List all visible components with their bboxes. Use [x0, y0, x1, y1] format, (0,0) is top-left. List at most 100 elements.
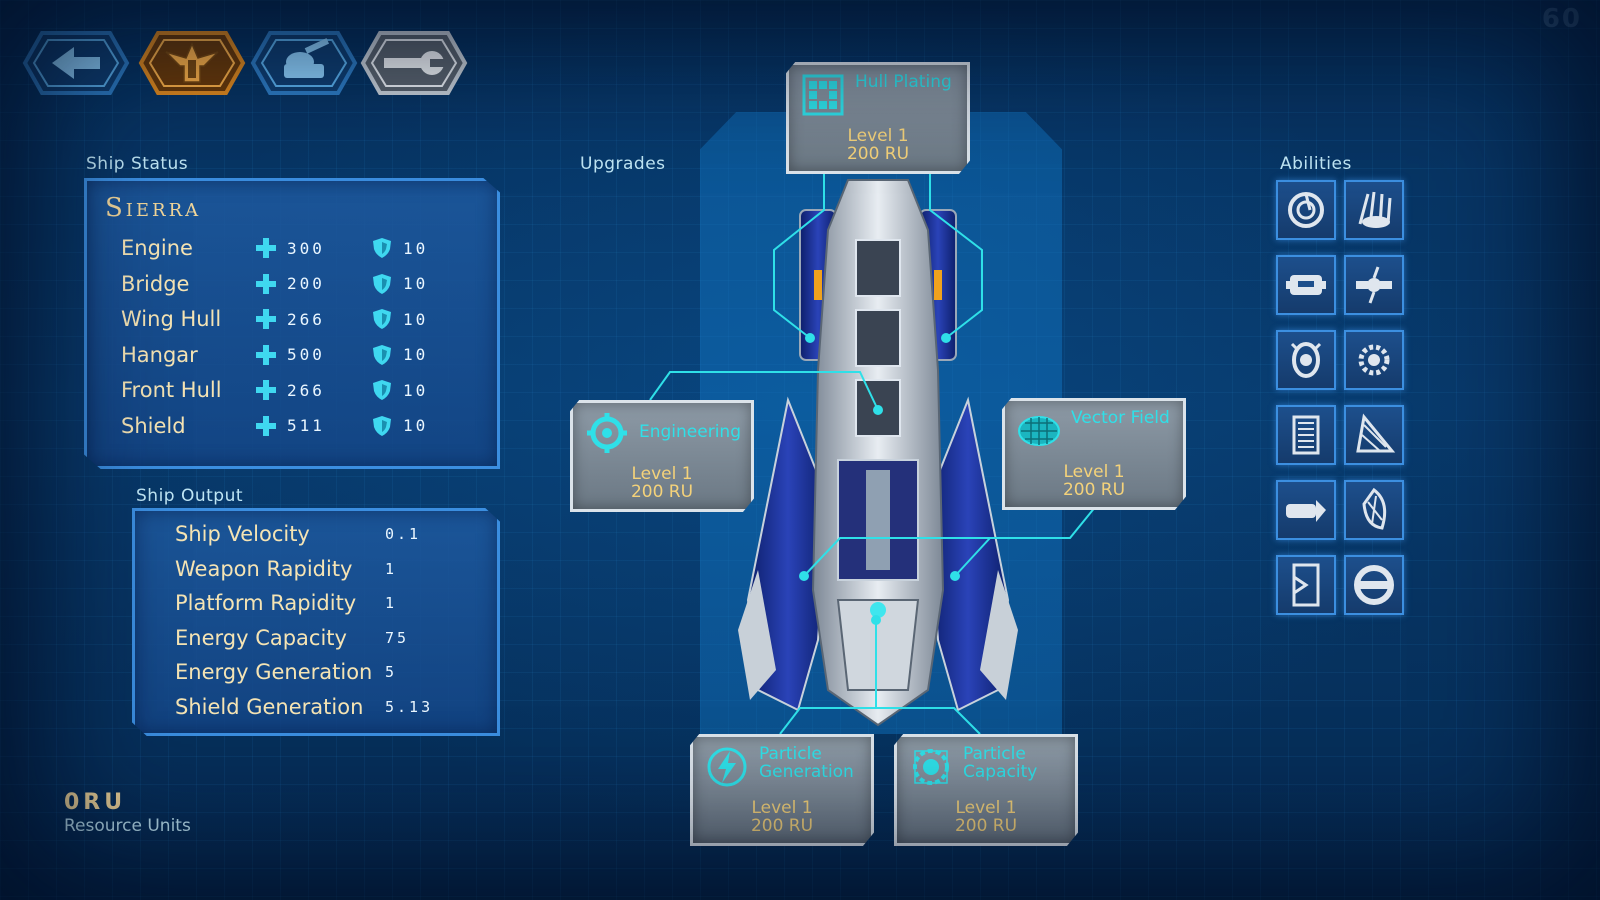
abilities-label: Abilities: [1280, 154, 1352, 174]
insect-icon: [1362, 487, 1387, 530]
ability-slot[interactable]: [1276, 480, 1336, 540]
upgrade-name: Engineering: [639, 422, 741, 442]
particle-generation-upgrade[interactable]: Particle Generation Level 1 200 RU: [690, 734, 874, 846]
health-icon: [255, 237, 277, 259]
vector-field-icon: [1018, 416, 1060, 446]
armor-icon: [371, 237, 393, 259]
upgrade-level: Level 1: [1063, 462, 1125, 482]
satellite-icon: [1356, 266, 1392, 304]
fps-counter: 60: [1541, 4, 1582, 34]
gear-burst-icon: [1358, 344, 1390, 376]
ship-part-armor: 10: [403, 380, 429, 400]
cannon-icon: [1286, 500, 1326, 522]
output-row: Ship Velocity 0.1: [175, 519, 421, 549]
ship-part-name: Front Hull: [121, 378, 222, 402]
output-value: 1: [385, 559, 398, 578]
upgrade-cost: 200 RU: [846, 144, 910, 164]
vortex-icon: [1288, 192, 1324, 228]
particle-capacity-upgrade[interactable]: Particle Capacity Level 1 200 RU: [894, 734, 1078, 846]
back-icon: [22, 31, 130, 95]
emblem-icon: [138, 31, 246, 95]
output-name: Energy Capacity: [175, 625, 347, 650]
ability-slot[interactable]: [1344, 405, 1404, 465]
claw-icon: [1358, 191, 1392, 228]
ship-part-name: Hangar: [121, 342, 198, 367]
ship-part-armor: 10: [403, 416, 429, 435]
health-icon: [255, 379, 277, 401]
ability-slot[interactable]: [1276, 405, 1336, 465]
output-name: Energy Generation: [175, 660, 373, 684]
hull-plating-upgrade[interactable]: Hull Plating Level 1 200 RU: [786, 62, 970, 174]
ability-slot[interactable]: [1344, 330, 1404, 390]
armor-icon: [371, 415, 393, 437]
upgrade-name: Vector Field: [1071, 408, 1170, 428]
back-button[interactable]: [22, 30, 130, 96]
ship-image[interactable]: [728, 170, 1028, 730]
output-row: Platform Rapidity 1: [175, 588, 397, 618]
ability-slot[interactable]: [1276, 330, 1336, 390]
emblem-tab[interactable]: [138, 30, 246, 96]
ship-part-armor: 10: [403, 309, 429, 329]
ability-slot[interactable]: [1344, 480, 1404, 540]
wrench-icon: [360, 31, 468, 95]
output-row: Shield Generation 5.13: [175, 692, 433, 722]
upgrade-cost: 200 RU: [1062, 480, 1126, 500]
blade-icon: [1356, 413, 1396, 453]
engineering-upgrade[interactable]: Engineering Level 1 200 RU: [570, 400, 754, 512]
upgrade-level: Level 1: [955, 798, 1017, 818]
ship-part-health: 500: [287, 345, 325, 364]
ability-slot[interactable]: [1276, 180, 1336, 240]
ship-output-label: Ship Output: [136, 486, 244, 506]
upgrades-label: Upgrades: [580, 154, 666, 174]
upgrade-cost: 200 RU: [954, 816, 1018, 836]
turret-icon: [250, 31, 358, 95]
upgrade-name: Particle Capacity: [963, 744, 1038, 782]
upgrade-level: Level 1: [631, 464, 693, 484]
particle-generation-icon: [707, 747, 747, 787]
ship-part-health: 511: [287, 416, 325, 435]
ability-slot[interactable]: [1276, 555, 1336, 615]
health-icon: [255, 415, 277, 437]
ship-part-health: 266: [287, 380, 325, 400]
output-value: 5.13: [385, 697, 434, 716]
output-value: 0.1: [385, 525, 422, 543]
turret-tab[interactable]: [250, 30, 358, 96]
wrench-tab[interactable]: [360, 30, 468, 96]
ship-part-health: 200: [287, 274, 325, 293]
output-name: Shield Generation: [175, 694, 364, 719]
orb-icon: [1290, 342, 1322, 378]
ship-part-name: Bridge: [121, 271, 190, 296]
ability-slot[interactable]: [1276, 255, 1336, 315]
ship-part-row: Bridge 200 10: [121, 269, 428, 299]
ship-part-armor: 10: [403, 274, 429, 293]
ship-part-name: Wing Hull: [121, 307, 222, 331]
ship-status-label: Ship Status: [86, 154, 189, 174]
upgrade-level: Level 1: [751, 798, 813, 818]
output-name: Ship Velocity: [175, 522, 310, 546]
armor-icon: [371, 308, 393, 330]
ship-part-health: 300: [287, 238, 325, 258]
upgrade-cost: 200 RU: [750, 816, 814, 836]
ship-name: Sierra: [105, 193, 202, 223]
output-name: Platform Rapidity: [175, 591, 357, 615]
upgrade-level: Level 1: [847, 126, 909, 146]
resource-amount: 0RU: [64, 790, 127, 815]
upgrade-name: Particle Generation: [759, 744, 854, 782]
health-icon: [255, 308, 277, 330]
health-icon: [255, 273, 277, 295]
particle-capacity-icon: [913, 749, 949, 785]
ability-slot[interactable]: [1344, 180, 1404, 240]
ability-slot[interactable]: [1344, 555, 1404, 615]
ability-slot[interactable]: [1344, 255, 1404, 315]
vector-field-upgrade[interactable]: Vector Field Level 1 200 RU: [1002, 398, 1186, 510]
ring-icon: [1354, 565, 1394, 605]
output-value: 1: [385, 594, 398, 612]
ship-part-armor: 10: [403, 238, 429, 258]
